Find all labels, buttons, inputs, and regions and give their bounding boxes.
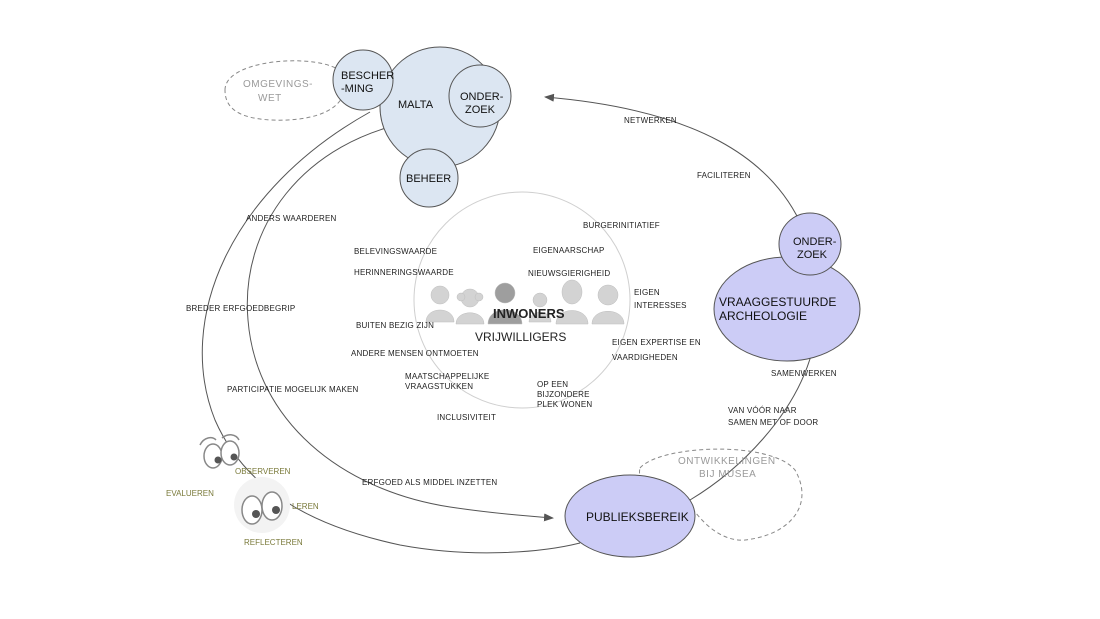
bescherming-circle bbox=[332, 49, 394, 111]
beheer-circle bbox=[399, 148, 459, 208]
bijzondere-plek-1: OP EEN bbox=[537, 380, 568, 389]
faciliteren-label: FACILITEREN bbox=[697, 171, 751, 180]
inwoners-title: INWONERS bbox=[493, 306, 565, 321]
bijzondere-plek-2: BIJZONDERE bbox=[537, 390, 590, 399]
people-group-icon bbox=[425, 279, 625, 325]
arc-outer-left bbox=[201, 111, 581, 554]
observeren-label: OBSERVEREN bbox=[235, 467, 291, 476]
onderzoek-right-label-2: ZOEK bbox=[797, 249, 828, 261]
arc-top-right bbox=[544, 93, 801, 223]
ontwikkelingen-label-1: ONTWIKKELINGEN bbox=[678, 456, 776, 467]
eigen-interesses-2: INTERESSES bbox=[634, 301, 687, 310]
maatschappelijke-1: MAATSCHAPPELIJKE bbox=[405, 372, 489, 381]
herinneringswaarde: HERINNERINGSWAARDE bbox=[354, 268, 454, 277]
maatschappelijke-2: VRAAGSTUKKEN bbox=[405, 382, 473, 391]
bescherming-label-2: -MING bbox=[341, 83, 373, 95]
onderzoek-right-label-1: ONDER- bbox=[793, 236, 837, 248]
andere-mensen: ANDERE MENSEN ONTMOETEN bbox=[351, 349, 479, 358]
vraaggestuurde-label-2: ARCHEOLOGIE bbox=[719, 309, 807, 323]
omgevingswet-label-2: WET bbox=[258, 93, 282, 104]
belevingswaarde: BELEVINGSWAARDE bbox=[354, 247, 437, 256]
eigen-interesses-1: EIGEN bbox=[634, 288, 660, 297]
participatie-label: PARTICIPATIE MOGELIJK MAKEN bbox=[227, 385, 359, 394]
vrijwilligers-subtitle: VRIJWILLIGERS bbox=[475, 330, 566, 344]
arc-bottom-right bbox=[689, 351, 813, 501]
evalueren-label: EVALUEREN bbox=[166, 489, 214, 498]
malta-label: MALTA bbox=[398, 99, 434, 111]
bijzondere-plek-3: PLEK WONEN bbox=[537, 400, 592, 409]
eigenaarschap: EIGENAARSCHAP bbox=[533, 246, 605, 255]
eigen-expertise-1: EIGEN EXPERTISE EN bbox=[612, 338, 701, 347]
anders-waarderen-label: ANDERS WAARDEREN bbox=[246, 214, 336, 223]
onderzoek-malta-label-2: ZOEK bbox=[465, 104, 496, 116]
netwerken-label: NETWERKEN bbox=[624, 116, 677, 125]
nieuwsgierigheid: NIEUWSGIERIGHEID bbox=[528, 269, 610, 278]
eyes-top-icon bbox=[199, 434, 240, 469]
inwoners-circle bbox=[413, 191, 631, 409]
buiten-bezig: BUITEN BEZIG ZIJN bbox=[356, 321, 434, 330]
omgevingswet-cloud bbox=[224, 60, 346, 121]
beheer-label: BEHEER bbox=[406, 173, 451, 185]
eigen-expertise-2: VAARDIGHEDEN bbox=[612, 353, 678, 362]
publieksbereik-label: PUBLIEKSBEREIK bbox=[586, 510, 689, 524]
inclusiviteit: INCLUSIVITEIT bbox=[437, 413, 496, 422]
van-voor-naar-2: SAMEN MET OF DOOR bbox=[728, 418, 818, 427]
ontwikkelingen-label-2: BIJ MUSEA bbox=[699, 469, 756, 480]
van-voor-naar-1: VAN VÓÓR NAAR bbox=[728, 406, 797, 415]
onderzoek-right-circle bbox=[778, 212, 842, 276]
onderzoek-malta-circle bbox=[448, 64, 512, 128]
publieksbereik-ellipse bbox=[564, 474, 696, 558]
burgerinitiatief: BURGERINITIATIEF bbox=[583, 221, 660, 230]
vraaggestuurde-label-1: VRAAGGESTUURDE bbox=[719, 295, 836, 309]
bescherming-label-1: BESCHER bbox=[341, 70, 394, 82]
samenwerken-label: SAMENWERKEN bbox=[771, 369, 837, 378]
breder-erfgoed-label: BREDER ERFGOEDBEGRIP bbox=[186, 304, 295, 313]
onderzoek-malta-label-1: ONDER- bbox=[460, 91, 504, 103]
arc-inner-left bbox=[246, 119, 554, 522]
reflecteren-label: REFLECTEREN bbox=[244, 538, 303, 547]
eyes-bottom-icon bbox=[234, 477, 290, 533]
erfgoed-middel-label: ERFGOED ALS MIDDEL INZETTEN bbox=[362, 478, 497, 487]
leren-label: LEREN bbox=[292, 502, 319, 511]
omgevingswet-label-1: OMGEVINGS- bbox=[243, 79, 313, 90]
